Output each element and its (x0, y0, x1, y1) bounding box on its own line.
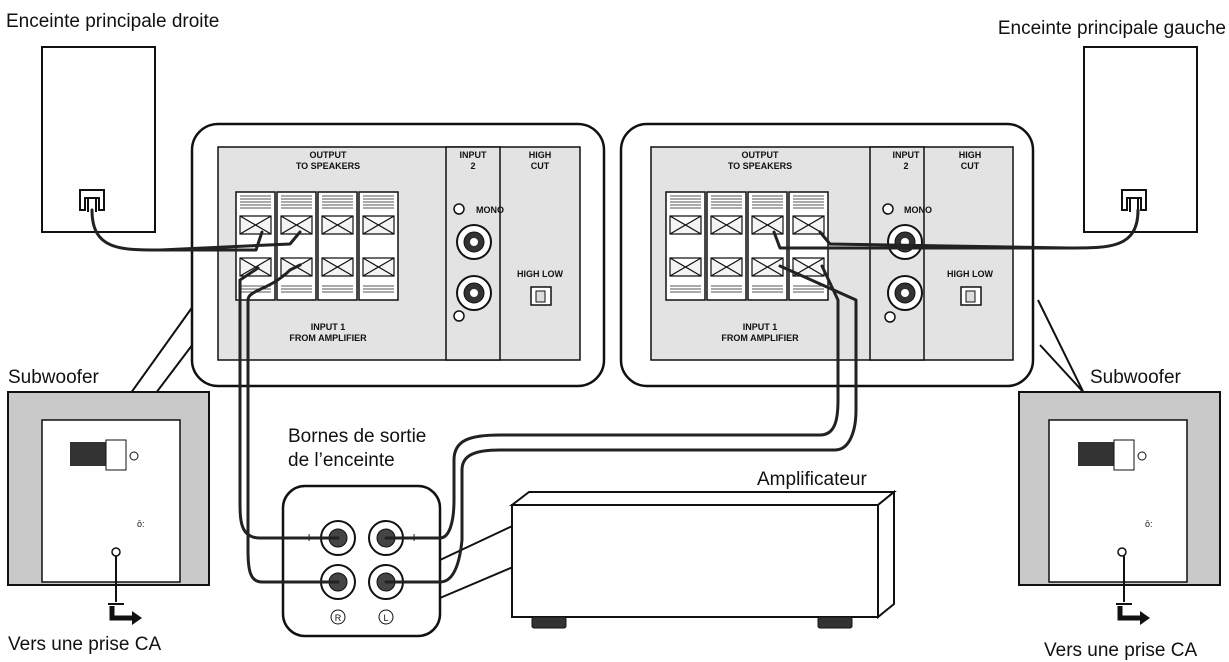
spring-terminal (321, 257, 354, 277)
spring-terminal (362, 215, 395, 235)
subwoofer-left-label: Subwoofer (8, 367, 100, 388)
speaker-left-label: Enceinte principale gauche (998, 18, 1226, 39)
spring-terminal (239, 257, 272, 277)
input2-jacks-left (453, 203, 492, 322)
main-speaker-left (1083, 46, 1198, 233)
spring-terminal (362, 257, 395, 277)
high-cut-switch-left (530, 286, 552, 306)
power-cord-right (1116, 556, 1150, 625)
spring-terminal (239, 215, 272, 235)
terminal-column (665, 191, 706, 301)
input1-label-left: INPUT 1 (311, 322, 346, 332)
terminal-column (706, 191, 747, 301)
spring-terminal (792, 215, 825, 235)
subwoofer-left: ō: (7, 391, 210, 586)
input2-label-right: INPUT (893, 150, 921, 160)
spring-terminal (280, 215, 313, 235)
spring-terminal (321, 215, 354, 235)
amplifier (509, 489, 897, 629)
spring-terminal (751, 215, 784, 235)
outlet-right-label: Vers une prise CA (1044, 640, 1197, 661)
amp-terminals-label-line1: Bornes de sortie (288, 426, 426, 447)
terminal-column (358, 191, 399, 301)
high-cut-label-left: HIGH (529, 150, 552, 160)
svg-text:ō:: ō: (1145, 519, 1153, 529)
subwoofer-right: ō: (1018, 391, 1221, 586)
from-amplifier-label-right: FROM AMPLIFIER (721, 333, 799, 343)
amp-terminal-zoom (281, 484, 442, 638)
from-amplifier-label-left: FROM AMPLIFIER (289, 333, 367, 343)
power-cord-left (108, 556, 142, 625)
spring-terminal (669, 215, 702, 235)
amp-terminals-label-line2: de l’enceinte (288, 450, 395, 471)
subwoofer-right-label: Subwoofer (1090, 367, 1182, 388)
spring-terminal (669, 257, 702, 277)
speaker-terminal-block-right (665, 191, 829, 301)
to-speakers-label-left: TO SPEAKERS (296, 161, 360, 171)
svg-text:ō:: ō: (137, 519, 145, 529)
high-cut-label-right: HIGH (959, 150, 982, 160)
output-label-left: OUTPUT (310, 150, 348, 160)
speaker-cables (90, 208, 1140, 584)
high-low-label-right: HIGH LOW (947, 269, 993, 279)
spring-terminal (751, 257, 784, 277)
mono-label-left: MONO (476, 205, 504, 215)
amplifier-label: Amplificateur (757, 469, 867, 490)
terminal-column (276, 191, 317, 301)
cut-label-right: CUT (961, 161, 980, 171)
amp-right-channel-mark: R (335, 613, 342, 623)
cut-label-left: CUT (531, 161, 550, 171)
spring-terminal (710, 257, 743, 277)
amp-left-channel-mark: L (383, 613, 388, 623)
main-speaker-right (41, 46, 156, 233)
terminal-column (317, 191, 358, 301)
speaker-right-label: Enceinte principale droite (6, 11, 219, 32)
to-speakers-label-right: TO SPEAKERS (728, 161, 792, 171)
terminal-column (788, 191, 829, 301)
outlet-left-label: Vers une prise CA (8, 634, 161, 655)
input1-label-right: INPUT 1 (743, 322, 778, 332)
input2-number-left: 2 (470, 161, 475, 171)
spring-terminal (710, 215, 743, 235)
input2-label-left: INPUT (460, 150, 488, 160)
input2-number-right: 2 (903, 161, 908, 171)
output-label-right: OUTPUT (742, 150, 780, 160)
high-low-label-left: HIGH LOW (517, 269, 563, 279)
high-cut-switch-right (960, 286, 982, 306)
mono-label-right: MONO (904, 205, 932, 215)
